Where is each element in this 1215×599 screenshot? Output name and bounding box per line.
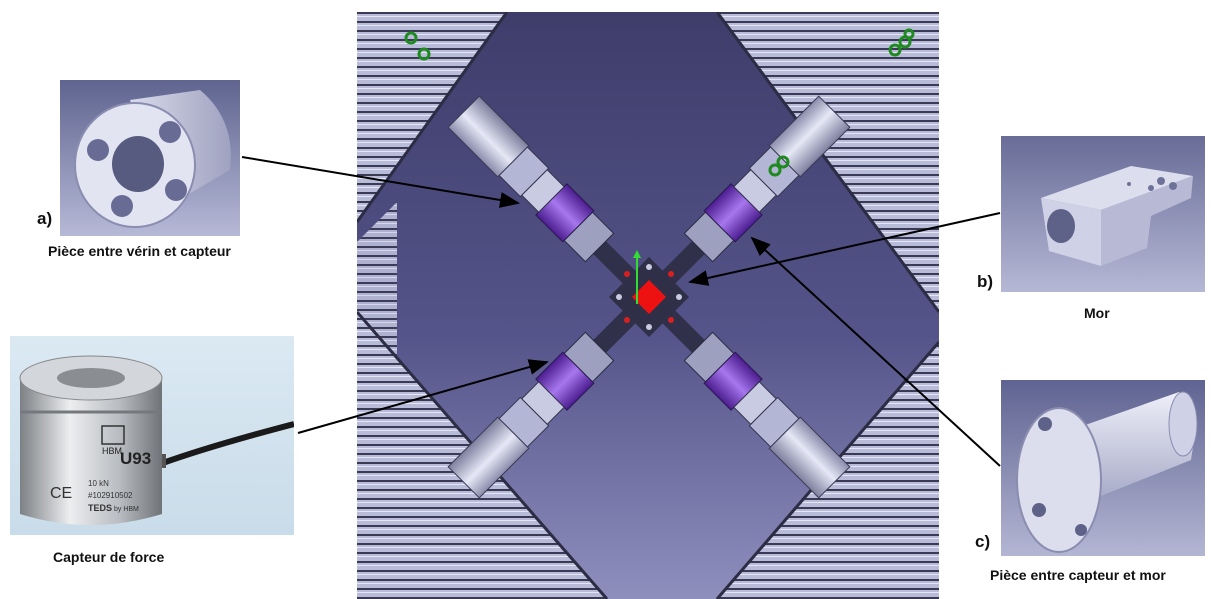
cad-assembly-view [357,12,939,599]
sensor-teds: TEDS [88,503,112,513]
hbm-logo [101,425,125,445]
sensor-serial: #102910502 [88,491,133,500]
sensor-model: U93 [120,449,151,468]
leader-line-a [241,156,520,208]
sensor-rating: 10 kN [88,479,109,488]
part-a-tag: a) [37,209,53,228]
part-a-caption: Pièce entre vérin et capteur [48,243,231,259]
force-sensor-photo: HBM U93 CE 10 kN #102910502 TEDS by HBM [10,336,294,535]
sensor-teds-by: by HBM [114,506,139,513]
part-b-tag: b) [977,272,994,291]
actuator-arm-top-left [447,95,643,291]
actuator-arm-bottom-right [655,303,851,499]
sensor-ce-mark: CE [50,485,72,502]
leader-line-c [750,236,1001,467]
sensor-caption: Capteur de force [53,549,165,565]
actuator-arm-bottom-left [447,303,643,499]
leader-line-sensor [297,359,549,434]
actuator-arm-top-right [655,95,851,291]
leader-line-b [688,212,1001,286]
sensor-brand: HBM [102,446,122,456]
part-c-tag: c) [975,532,991,551]
fastener-markers [404,28,915,177]
part-a-render [60,80,240,236]
part-b-render [1001,136,1205,292]
part-b-caption: Mor [1084,305,1110,321]
part-c-caption: Pièce entre capteur et mor [990,567,1166,583]
part-c-render [1001,380,1205,556]
central-specimen [609,250,689,337]
